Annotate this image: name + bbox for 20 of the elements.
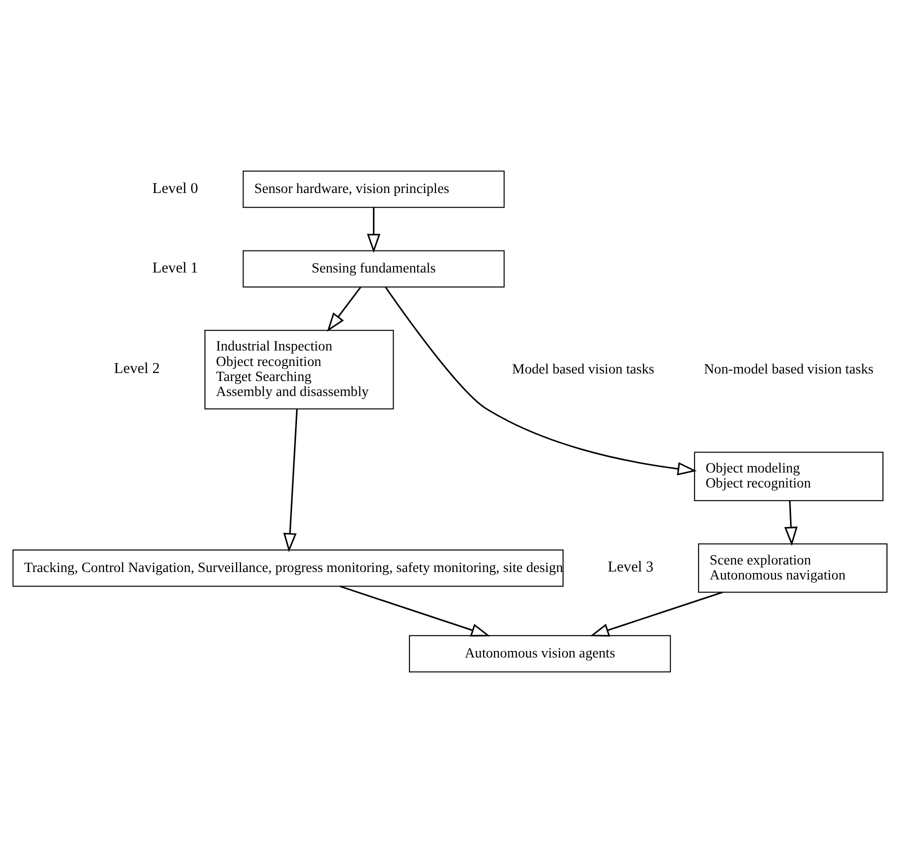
node-box: Autonomous vision agents	[408, 635, 670, 672]
label: Level 2	[114, 361, 160, 378]
arrow	[326, 286, 361, 332]
node-box: Industrial Inspection Object recognition Target Searching Assembly and disassembly	[204, 330, 394, 410]
label: Non-model based vision tasks	[703, 361, 873, 378]
label: Model based vision tasks	[512, 361, 654, 378]
node-box: Sensor hardware, vision principles	[242, 170, 504, 208]
arrow	[339, 586, 490, 637]
arrow	[282, 408, 298, 552]
label: Level 1	[152, 260, 198, 276]
node-box: Scene exploration Autonomous navigation	[698, 543, 887, 593]
arrow	[384, 286, 696, 476]
arrow	[589, 592, 722, 637]
label: Level 0	[152, 180, 198, 197]
node-box: Object modeling Object recognition	[694, 452, 883, 502]
node-box: Sensing fundamentals	[242, 250, 504, 288]
arrow	[784, 500, 798, 546]
node-box: Tracking, Control Navigation, Surveillance, progress monitoring, safety monitoring, site design	[12, 549, 564, 587]
label: Level 3	[607, 560, 653, 576]
arrow	[366, 208, 380, 253]
